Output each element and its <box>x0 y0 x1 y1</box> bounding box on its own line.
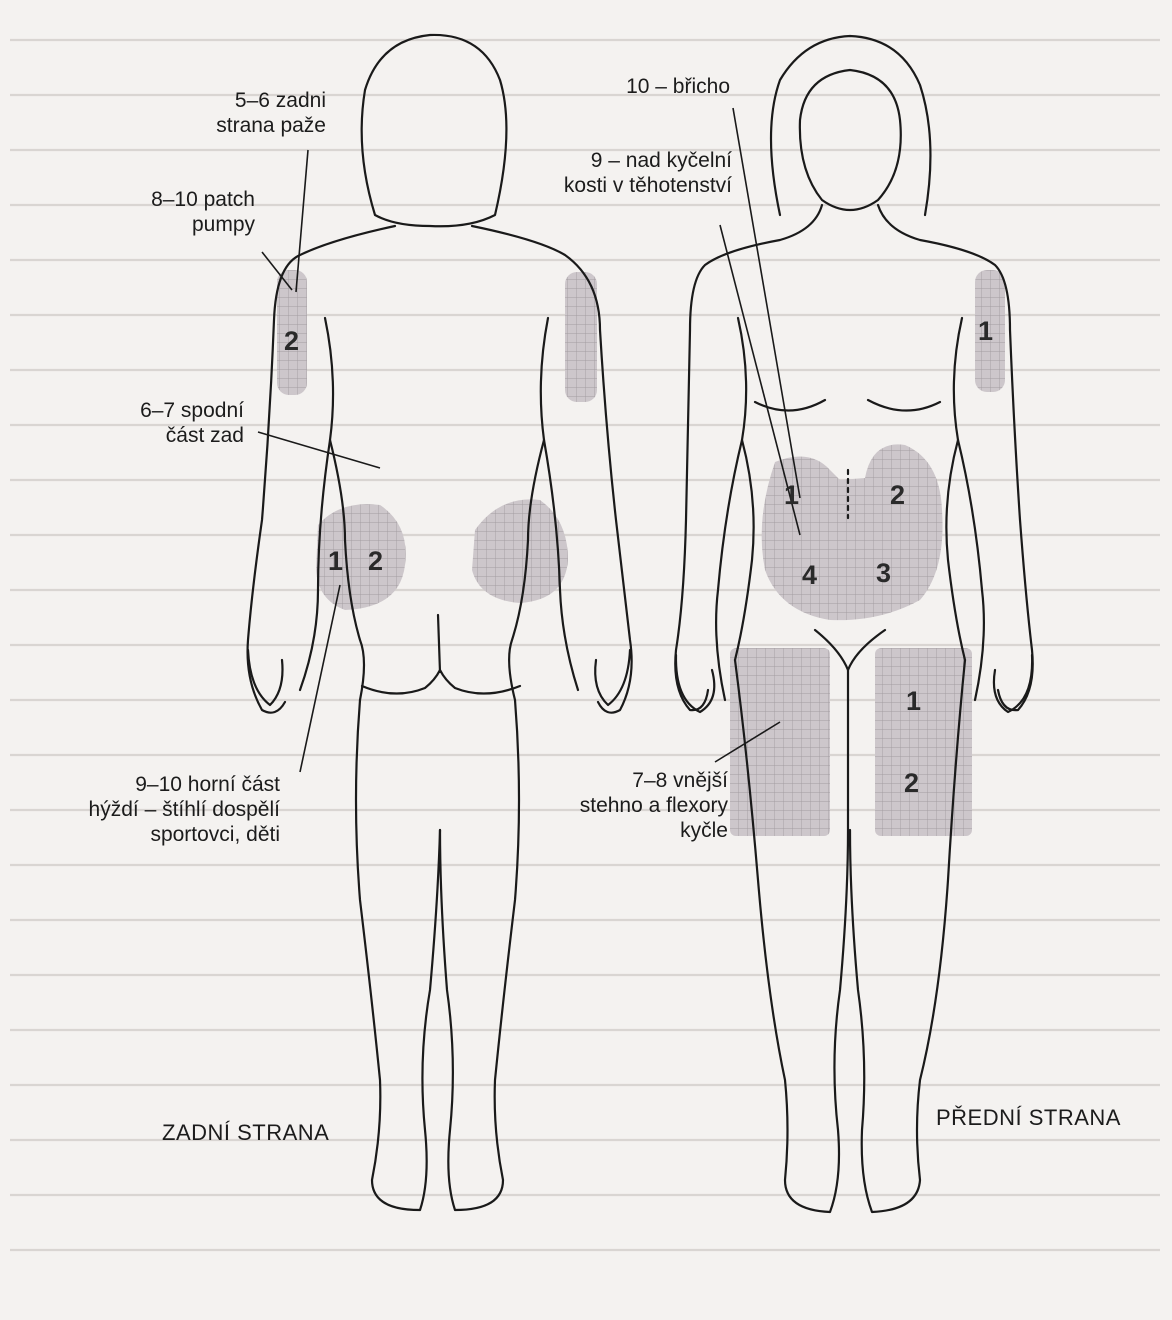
label-hip-bone: 9 – nad kyčelní kosti v těhotenství <box>520 148 732 198</box>
label-thigh-line-1: 7–8 vnější <box>548 768 728 793</box>
leader-lower-back <box>258 432 380 468</box>
label-abdomen-line-1: 10 – břicho <box>590 74 730 99</box>
label-hip-bone-line-2: kosti v těhotenství <box>520 173 732 198</box>
num-thigh-2: 2 <box>904 770 919 797</box>
num-front-arm: 1 <box>978 318 993 345</box>
leader-buttocks <box>300 585 340 772</box>
num-abdomen-4: 4 <box>802 562 817 589</box>
label-buttocks: 9–10 horní část hýždí – štíhlí dospělí s… <box>30 772 280 847</box>
label-back-arm-line-1: 5–6 zadni <box>190 88 326 113</box>
zone-back-hip-right <box>472 499 568 603</box>
label-buttocks-line-1: 9–10 horní část <box>30 772 280 797</box>
label-thigh: 7–8 vnější stehno a flexory kyčle <box>548 768 728 843</box>
label-lower-back-line-2: část zad <box>112 423 244 448</box>
label-hip-bone-line-1: 9 – nad kyčelní <box>520 148 732 173</box>
num-abdomen-3: 3 <box>876 560 891 587</box>
label-lower-back-line-1: 6–7 spodní <box>112 398 244 423</box>
zone-back-arm-right <box>565 272 597 402</box>
zone-abdomen <box>762 444 943 620</box>
num-back-arm: 2 <box>284 328 299 355</box>
label-thigh-line-3: kyčle <box>548 818 728 843</box>
caption-back-side: ZADNÍ STRANA <box>162 1120 329 1146</box>
front-body-outline <box>675 36 1032 1212</box>
label-buttocks-line-3: sportovci, děti <box>30 822 280 847</box>
num-back-hip-right: 2 <box>368 548 383 575</box>
label-patch-pump: 8–10 patch pumpy <box>115 187 255 237</box>
label-back-arm: 5–6 zadni strana paže <box>190 88 326 138</box>
label-patch-pump-line-2: pumpy <box>115 212 255 237</box>
num-thigh-1: 1 <box>906 688 921 715</box>
label-buttocks-line-2: hýždí – štíhlí dospělí <box>30 797 280 822</box>
num-abdomen-2: 2 <box>890 482 905 509</box>
num-abdomen-1: 1 <box>784 482 799 509</box>
label-patch-pump-line-1: 8–10 patch <box>115 187 255 212</box>
label-thigh-line-2: stehno a flexory <box>548 793 728 818</box>
back-body-outline <box>248 35 632 1210</box>
leader-back-arm <box>296 150 308 292</box>
label-back-arm-line-2: strana paže <box>190 113 326 138</box>
label-lower-back: 6–7 spodní část zad <box>112 398 244 448</box>
caption-front-side: PŘEDNÍ STRANA <box>936 1105 1121 1131</box>
label-abdomen: 10 – břicho <box>590 74 730 99</box>
num-back-hip-left: 1 <box>328 548 343 575</box>
